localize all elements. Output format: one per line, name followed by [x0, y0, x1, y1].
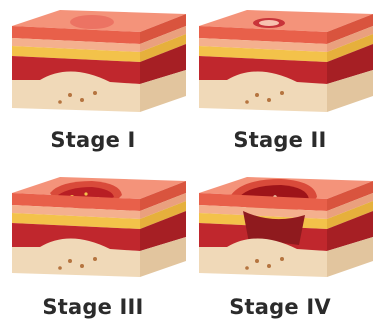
stage-2-panel: Stage II	[187, 0, 373, 163]
stage-2-illustration	[187, 0, 373, 130]
stage-3-label: Stage III	[0, 295, 186, 319]
stage-2-label: Stage II	[187, 128, 373, 152]
stage-1-panel: Stage I	[0, 0, 186, 163]
stage-4-label: Stage IV	[187, 295, 373, 319]
stage-4-illustration	[187, 163, 373, 293]
stage-1-illustration	[0, 0, 186, 130]
stage-4-panel: Stage IV	[187, 163, 373, 326]
stage-3-panel: Stage III	[0, 163, 186, 326]
stage-1-label: Stage I	[0, 128, 186, 152]
stage-3-illustration	[0, 163, 186, 293]
